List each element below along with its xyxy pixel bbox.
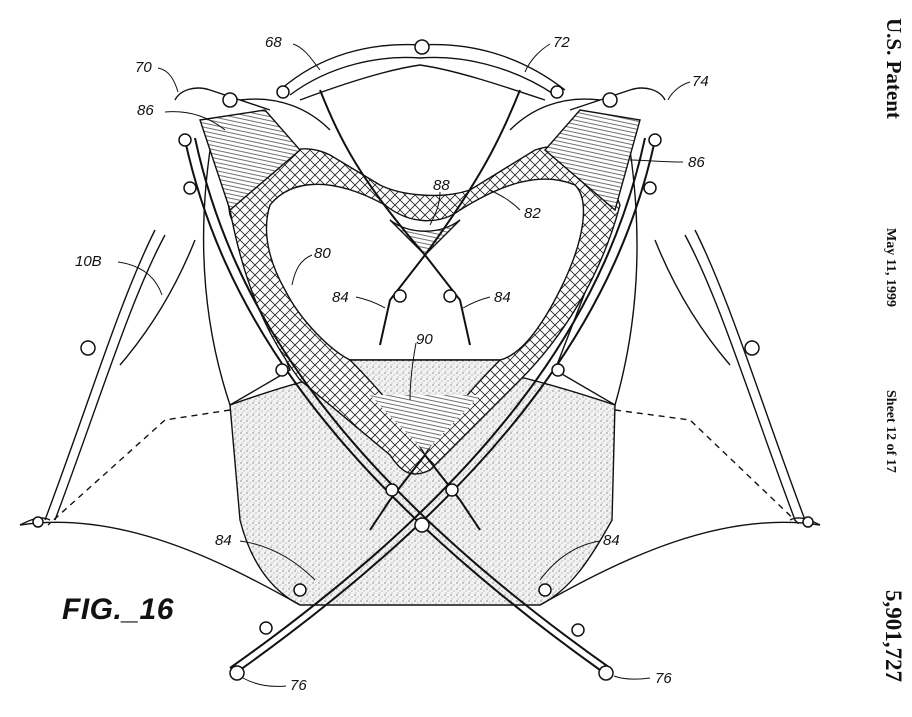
ref-84-upper-right: 84 (494, 289, 511, 306)
ref-82: 82 (524, 205, 541, 222)
ref-76-left: 76 (290, 677, 307, 694)
corner-panel-left (199, 109, 301, 212)
patent-title: U.S. Patent (882, 18, 906, 119)
ref-70: 70 (135, 59, 152, 76)
right-wall (554, 119, 638, 407)
ref-68: 68 (265, 34, 282, 51)
ref-86-left: 86 (137, 102, 154, 119)
patent-number: 5,901,727 (881, 590, 906, 682)
figure-caption: FIG._16 (62, 593, 174, 626)
leader-lines (117, 43, 691, 687)
ref-90: 90 (416, 331, 433, 348)
ref-88: 88 (433, 177, 450, 194)
corner-panel-right (544, 109, 641, 212)
reference-numerals: 68 72 70 74 86 86 88 82 10B 80 84 84 90 … (75, 34, 709, 694)
ref-72: 72 (553, 34, 570, 51)
tent-body (19, 43, 821, 606)
pole-clips (32, 39, 814, 681)
ref-76-right: 76 (655, 670, 672, 687)
ref-84-lower-left: 84 (215, 532, 232, 549)
patent-date: May 11, 1999 (883, 228, 898, 307)
sheet-number: Sheet 12 of 17 (883, 390, 898, 473)
vent-88 (389, 219, 461, 256)
ref-10b: 10B (75, 253, 102, 270)
ref-84-upper-left: 84 (332, 289, 349, 306)
ref-86-right: 86 (688, 154, 705, 171)
ref-74: 74 (692, 73, 709, 90)
ref-80: 80 (314, 245, 331, 262)
ref-84-lower-right: 84 (603, 532, 620, 549)
tent-poles (184, 89, 656, 671)
